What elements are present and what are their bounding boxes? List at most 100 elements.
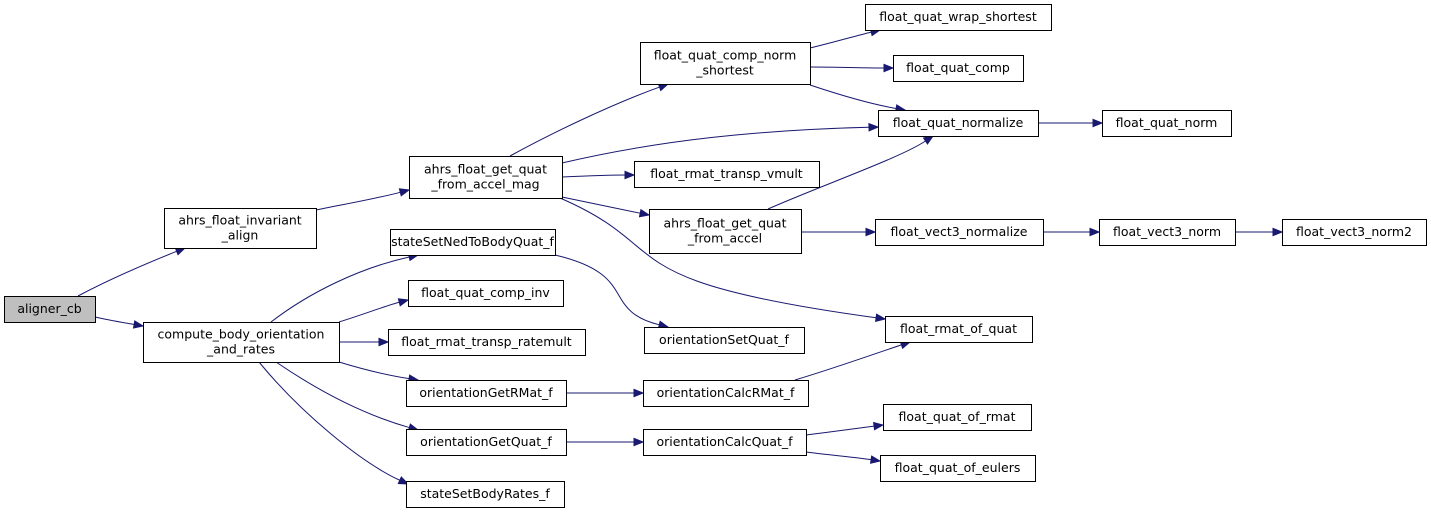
node-label: ahrs_float_invariant bbox=[178, 213, 301, 228]
edges-layer bbox=[77, 27, 1284, 485]
node-label: float_rmat_transp_ratemult bbox=[401, 334, 572, 349]
edge-float_vect3_normalize-to-float_vect3_norm bbox=[1042, 227, 1101, 237]
node-label: orientationGetRMat_f bbox=[419, 385, 553, 400]
node-box bbox=[388, 329, 586, 356]
edge-aligner_cb-to-ahrs_float_invariant_align bbox=[77, 247, 187, 297]
edge-compute_body_orientation_and_rates-to-float_rmat_transp_ratemult bbox=[338, 337, 390, 347]
edge-line bbox=[805, 451, 872, 461]
node-label: ahrs_float_get_quat bbox=[663, 216, 786, 231]
node-float_quat_comp_inv[interactable]: float_quat_comp_inv bbox=[408, 280, 564, 307]
node-label: orientationSetQuat_f bbox=[659, 332, 789, 347]
node-box bbox=[878, 110, 1039, 137]
arrowhead bbox=[873, 421, 885, 431]
arrowhead bbox=[922, 135, 935, 145]
node-box bbox=[390, 229, 556, 256]
node-orientationCalcRMat_f[interactable]: orientationCalcRMat_f bbox=[643, 380, 809, 407]
node-label: stateSetBodyRates_f bbox=[420, 486, 550, 501]
edge-line bbox=[809, 84, 897, 109]
edge-ahrs_float_get_quat_from_accel_mag-to-float_quat_comp_norm_shortest bbox=[509, 83, 670, 157]
node-float_quat_normalize[interactable]: float_quat_normalize bbox=[878, 110, 1039, 137]
node-ahrs_float_invariant_align[interactable]: ahrs_float_invariant_align bbox=[164, 208, 317, 249]
node-box bbox=[644, 327, 805, 354]
edge-line bbox=[767, 140, 926, 210]
node-label: float_quat_normalize bbox=[893, 115, 1024, 130]
node-orientationCalcQuat_f[interactable]: orientationCalcQuat_f bbox=[643, 429, 807, 456]
node-label: aligner_cb bbox=[17, 301, 81, 316]
node-float_rmat_of_quat[interactable]: float_rmat_of_quat bbox=[885, 316, 1033, 343]
arrowhead bbox=[638, 208, 651, 218]
node-stateSetBodyRates_f[interactable]: stateSetBodyRates_f bbox=[406, 481, 565, 508]
arrowhead bbox=[378, 337, 390, 347]
node-stateSetNedToBodyQuat_f[interactable]: stateSetNedToBodyQuat_f bbox=[390, 229, 556, 256]
edge-line bbox=[805, 425, 875, 436]
arrowhead bbox=[132, 320, 145, 329]
node-float_quat_norm[interactable]: float_quat_norm bbox=[1102, 110, 1232, 137]
edge-line bbox=[94, 316, 135, 325]
node-box bbox=[893, 55, 1024, 82]
arrowhead bbox=[1092, 118, 1104, 128]
arrowhead bbox=[1089, 227, 1101, 237]
edge-line bbox=[561, 126, 870, 164]
edge-line bbox=[338, 301, 400, 323]
arrowhead bbox=[633, 437, 645, 447]
node-float_vect3_normalize[interactable]: float_vect3_normalize bbox=[875, 219, 1044, 246]
node-compute_body_orientation_and_rates[interactable]: compute_body_orientation_and_rates bbox=[143, 322, 340, 363]
node-float_vect3_norm[interactable]: float_vect3_norm bbox=[1099, 219, 1236, 246]
node-label: _from_accel bbox=[687, 231, 762, 246]
node-label: stateSetNedToBodyQuat_f bbox=[391, 234, 554, 249]
node-ahrs_float_get_quat_from_accel[interactable]: ahrs_float_get_quat_from_accel bbox=[649, 209, 802, 254]
edge-line bbox=[561, 174, 626, 178]
edge-aligner_cb-to-compute_body_orientation_and_rates bbox=[94, 316, 145, 329]
node-label: float_vect3_norm bbox=[1113, 224, 1221, 239]
edge-compute_body_orientation_and_rates-to-orientationGetQuat_f bbox=[275, 361, 420, 432]
node-box bbox=[4, 296, 96, 323]
node-float_rmat_transp_ratemult[interactable]: float_rmat_transp_ratemult bbox=[388, 329, 586, 356]
node-label: orientationGetQuat_f bbox=[420, 434, 552, 449]
node-orientationGetRMat_f[interactable]: orientationGetRMat_f bbox=[406, 380, 567, 407]
edge-float_vect3_norm-to-float_vect3_norm2 bbox=[1234, 227, 1284, 237]
node-float_vect3_norm2[interactable]: float_vect3_norm2 bbox=[1282, 219, 1427, 246]
edge-line bbox=[561, 196, 641, 214]
edge-line bbox=[315, 191, 401, 211]
arrowhead bbox=[397, 298, 410, 307]
node-box bbox=[406, 380, 567, 407]
edge-line bbox=[809, 66, 885, 69]
node-float_quat_of_eulers[interactable]: float_quat_of_eulers bbox=[880, 455, 1036, 482]
node-float_quat_of_rmat[interactable]: float_quat_of_rmat bbox=[883, 404, 1032, 431]
arrowhead bbox=[883, 63, 895, 73]
arrowhead bbox=[624, 170, 636, 180]
arrowhead bbox=[174, 247, 187, 256]
node-box bbox=[409, 156, 563, 199]
edge-compute_body_orientation_and_rates-to-stateSetBodyRates_f bbox=[258, 361, 410, 485]
node-label: _align bbox=[221, 228, 259, 243]
edge-float_quat_comp_norm_shortest-to-float_quat_wrap_shortest bbox=[809, 27, 882, 49]
node-float_rmat_transp_vmult[interactable]: float_rmat_transp_vmult bbox=[634, 161, 820, 188]
edge-orientationCalcQuat_f-to-float_quat_of_eulers bbox=[805, 451, 882, 464]
edge-line bbox=[77, 250, 177, 297]
node-box bbox=[883, 404, 1032, 431]
nodes-layer: aligner_cb ahrs_float_invariant_aligncomp… bbox=[4, 4, 1427, 508]
node-float_quat_wrap_shortest[interactable]: float_quat_wrap_shortest bbox=[865, 4, 1052, 31]
edge-ahrs_float_get_quat_from_accel_mag-to-ahrs_float_get_quat_from_accel bbox=[561, 196, 651, 218]
node-float_quat_comp[interactable]: float_quat_comp bbox=[893, 55, 1024, 82]
node-box bbox=[1099, 219, 1236, 246]
edge-ahrs_float_get_quat_from_accel_mag-to-float_rmat_of_quat bbox=[559, 197, 887, 323]
edge-line bbox=[275, 361, 410, 429]
node-float_quat_comp_norm_shortest[interactable]: float_quat_comp_norm_shortest bbox=[640, 42, 811, 85]
node-orientationGetQuat_f[interactable]: orientationGetQuat_f bbox=[406, 429, 567, 456]
node-aligner_cb[interactable]: aligner_cb bbox=[4, 296, 96, 323]
edge-line bbox=[809, 31, 872, 49]
node-box bbox=[643, 380, 809, 407]
node-box bbox=[643, 429, 807, 456]
node-box bbox=[649, 209, 802, 254]
node-box bbox=[406, 481, 565, 508]
node-label: float_quat_of_eulers bbox=[895, 460, 1021, 475]
node-label: float_vect3_norm2 bbox=[1296, 224, 1412, 239]
node-orientationSetQuat_f[interactable]: orientationSetQuat_f bbox=[644, 327, 805, 354]
node-box bbox=[406, 429, 567, 456]
node-label: float_quat_norm bbox=[1116, 115, 1218, 130]
edge-line bbox=[794, 344, 902, 381]
node-box bbox=[865, 4, 1052, 31]
node-ahrs_float_get_quat_from_accel_mag[interactable]: ahrs_float_get_quat_from_accel_mag bbox=[409, 156, 563, 199]
node-label: orientationCalcRMat_f bbox=[657, 385, 795, 400]
